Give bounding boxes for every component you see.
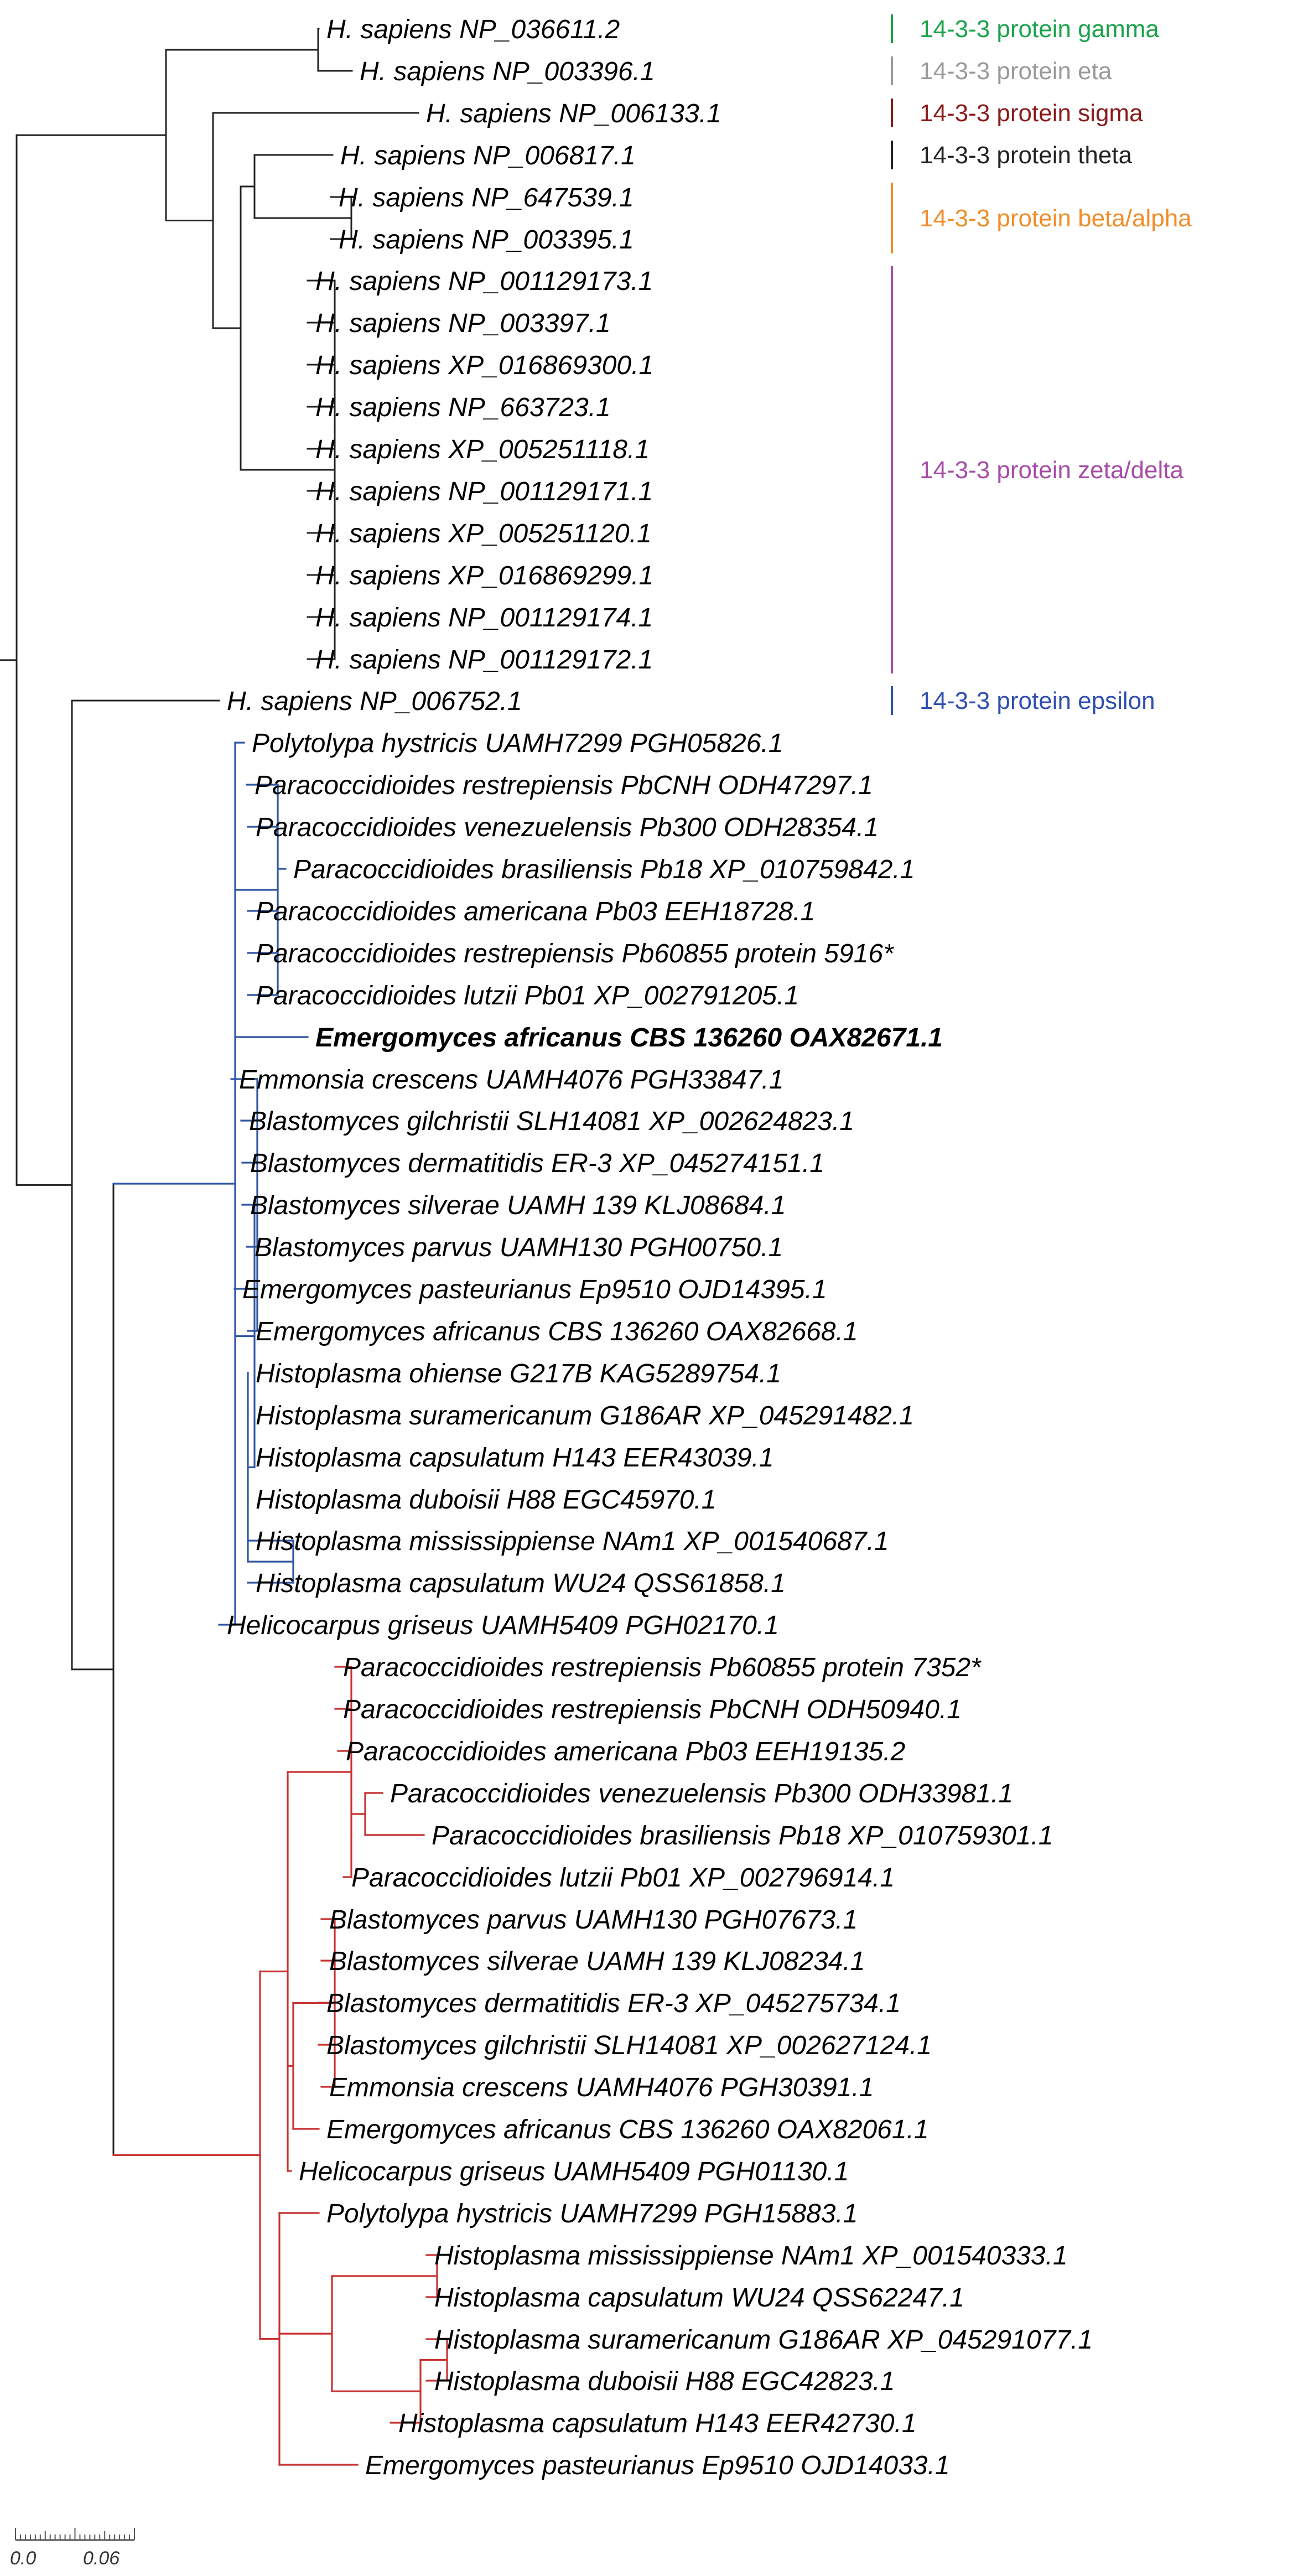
leaf-label: Histoplasma mississippiense NAm1 XP_0015… bbox=[434, 2241, 1068, 2271]
leaf-label: Paracoccidioides venezuelensis Pb300 ODH… bbox=[390, 1779, 1013, 1808]
leaf-label: H. sapiens XP_016869299.1 bbox=[315, 561, 653, 590]
leaf-label: Helicocarpus griseus UAMH5409 PGH02170.1 bbox=[227, 1611, 779, 1640]
leaf-label: Histoplasma capsulatum H143 EER42730.1 bbox=[398, 2409, 917, 2438]
leaf-label: H. sapiens NP_663723.1 bbox=[315, 393, 611, 422]
leaf-label: H. sapiens NP_001129172.1 bbox=[315, 645, 653, 675]
leaf-label: Emergomyces pasteurianus Ep9510 OJD14033… bbox=[365, 2451, 950, 2480]
leaf-label: Blastomyces gilchristii SLH14081 XP_0026… bbox=[249, 1107, 854, 1136]
leaf-label: Paracoccidioides lutzii Pb01 XP_00279691… bbox=[351, 1863, 895, 1893]
leaf-label: Emmonsia crescens UAMH4076 PGH33847.1 bbox=[239, 1065, 783, 1095]
leaf-label: H. sapiens XP_016869300.1 bbox=[315, 351, 653, 380]
leaf-label: Blastomyces dermatitidis ER-3 XP_0452757… bbox=[326, 1989, 901, 2018]
leaf-label: H. sapiens NP_647539.1 bbox=[339, 183, 634, 212]
leaf-label: Histoplasma capsulatum WU24 QSS62247.1 bbox=[434, 2283, 964, 2313]
clade-label: 14-3-3 protein zeta/delta bbox=[920, 457, 1184, 484]
leaf-label: H. sapiens NP_006817.1 bbox=[340, 141, 636, 170]
leaf-label: H. sapiens NP_003395.1 bbox=[339, 225, 634, 255]
leaf-label: Polytolypa hystricis UAMH7299 PGH05826.1 bbox=[252, 729, 783, 758]
leaf-label: Histoplasma duboisii H88 EGC45970.1 bbox=[256, 1485, 716, 1515]
leaf-label: Histoplasma suramericanum G186AR XP_0452… bbox=[434, 2325, 1093, 2355]
leaf-label: Paracoccidioides restrepiensis PbCNH ODH… bbox=[255, 771, 873, 800]
leaf-label: Paracoccidioides lutzii Pb01 XP_00279120… bbox=[256, 981, 799, 1010]
leaf-label: Paracoccidioides americana Pb03 EEH18728… bbox=[256, 897, 815, 926]
leaf-label: Blastomyces silverae UAMH 139 KLJ08234.1 bbox=[329, 1947, 865, 1976]
leaf-label: H. sapiens NP_001129171.1 bbox=[315, 477, 653, 506]
leaf-labels: H. sapiens NP_036611.2 H. sapiens NP_0033… bbox=[227, 15, 1093, 2480]
leaf-label: Histoplasma ohiense G217B KAG5289754.1 bbox=[256, 1359, 781, 1388]
scale-bar-tick-left: 0.0 bbox=[10, 2548, 36, 2569]
leaf-label: Blastomyces parvus UAMH130 PGH07673.1 bbox=[329, 1905, 858, 1935]
tree-branches bbox=[0, 28, 448, 2466]
leaf-label: H. sapiens NP_003397.1 bbox=[315, 309, 611, 338]
leaf-label: Blastomyces silverae UAMH 139 KLJ08684.1 bbox=[250, 1191, 786, 1220]
clade-label: 14-3-3 protein epsilon bbox=[920, 687, 1155, 714]
leaf-label: Emergomyces africanus CBS 136260 OAX8267… bbox=[315, 1023, 943, 1053]
leaf-label: H. sapiens NP_001129174.1 bbox=[315, 603, 653, 633]
leaf-label: H. sapiens NP_006133.1 bbox=[426, 99, 721, 128]
leaf-label: Paracoccidioides brasiliensis Pb18 XP_01… bbox=[293, 855, 915, 884]
clade-labels: 14-3-3 protein gamma 14-3-3 protein eta 14… bbox=[920, 15, 1192, 714]
leaf-label: Blastomyces dermatitidis ER-3 XP_0452741… bbox=[250, 1149, 824, 1178]
leaf-label: Paracoccidioides restrepiensis Pb60855 p… bbox=[343, 1653, 982, 1682]
clade-label: 14-3-3 protein theta bbox=[920, 142, 1133, 169]
leaf-label: Emmonsia crescens UAMH4076 PGH30391.1 bbox=[329, 2073, 874, 2102]
clade-label: 14-3-3 protein beta/alpha bbox=[920, 205, 1192, 232]
leaf-label: Paracoccidioides americana Pb03 EEH19135… bbox=[346, 1737, 905, 1766]
clade-label: 14-3-3 protein gamma bbox=[920, 15, 1159, 43]
clade-label: 14-3-3 protein sigma bbox=[920, 100, 1143, 127]
scale-bar: 0.0 0.06 bbox=[10, 2528, 135, 2569]
leaf-label: H. sapiens NP_036611.2 bbox=[326, 15, 620, 44]
leaf-label: Blastomyces parvus UAMH130 PGH00750.1 bbox=[255, 1233, 783, 1262]
leaf-label: H. sapiens XP_005251120.1 bbox=[315, 519, 652, 548]
leaf-label: H. sapiens NP_001129173.1 bbox=[315, 267, 653, 296]
leaf-label: H. sapiens NP_003396.1 bbox=[360, 57, 655, 86]
clade-label: 14-3-3 protein eta bbox=[920, 58, 1112, 85]
leaf-label: Blastomyces gilchristii SLH14081 XP_0026… bbox=[326, 2031, 932, 2060]
leaf-label: Emergomyces africanus CBS 136260 OAX8206… bbox=[326, 2115, 929, 2144]
leaf-label: Histoplasma duboisii H88 EGC42823.1 bbox=[434, 2367, 895, 2396]
leaf-label: H. sapiens NP_006752.1 bbox=[227, 687, 522, 716]
leaf-label: Paracoccidioides venezuelensis Pb300 ODH… bbox=[256, 813, 879, 842]
scale-bar-ticks bbox=[15, 2528, 135, 2540]
leaf-label: Histoplasma suramericanum G186AR XP_0452… bbox=[256, 1401, 914, 1430]
leaf-label: Emergomyces pasteurianus Ep9510 OJD14395… bbox=[242, 1275, 827, 1304]
leaf-label: Histoplasma capsulatum WU24 QSS61858.1 bbox=[256, 1569, 786, 1598]
leaf-label: Histoplasma capsulatum H143 EER43039.1 bbox=[256, 1443, 774, 1473]
leaf-label: Emergomyces africanus CBS 136260 OAX8266… bbox=[256, 1317, 858, 1346]
leaf-label: Helicocarpus griseus UAMH5409 PGH01130.1 bbox=[299, 2157, 849, 2186]
leaf-label: Polytolypa hystricis UAMH7299 PGH15883.1 bbox=[326, 2199, 858, 2228]
leaf-label: Paracoccidioides brasiliensis Pb18 XP_01… bbox=[432, 1821, 1053, 1851]
leaf-label: Paracoccidioides restrepiensis Pb60855 p… bbox=[256, 939, 894, 968]
leaf-label: Histoplasma mississippiense NAm1 XP_0015… bbox=[256, 1527, 889, 1556]
leaf-label: Paracoccidioides restrepiensis PbCNH ODH… bbox=[343, 1695, 962, 1724]
leaf-label: H. sapiens XP_005251118.1 bbox=[315, 435, 650, 464]
scale-bar-tick-right: 0.06 bbox=[83, 2548, 120, 2569]
